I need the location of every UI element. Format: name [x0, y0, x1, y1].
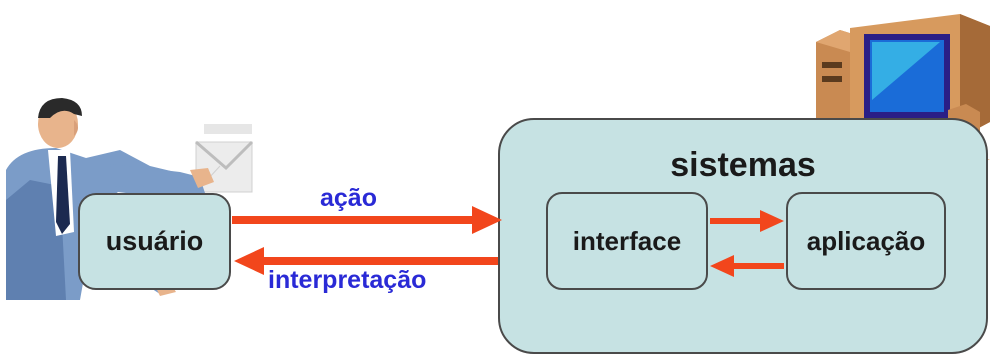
action-arrow — [232, 206, 502, 234]
user-label: usuário — [105, 226, 204, 256]
application-to-interface-arrow — [710, 255, 784, 277]
interpretation-arrow — [234, 247, 498, 275]
action-label: ação — [320, 184, 377, 212]
interface-to-application-arrow — [710, 210, 784, 232]
application-label: aplicação — [806, 225, 926, 256]
interface-box: interface — [546, 192, 708, 290]
interface-label: interface — [572, 225, 682, 256]
application-box: aplicação — [786, 192, 946, 290]
user-box: usuário — [78, 193, 231, 290]
interpretation-label: interpretação — [268, 266, 427, 294]
systems-title: sistemas — [670, 146, 816, 184]
